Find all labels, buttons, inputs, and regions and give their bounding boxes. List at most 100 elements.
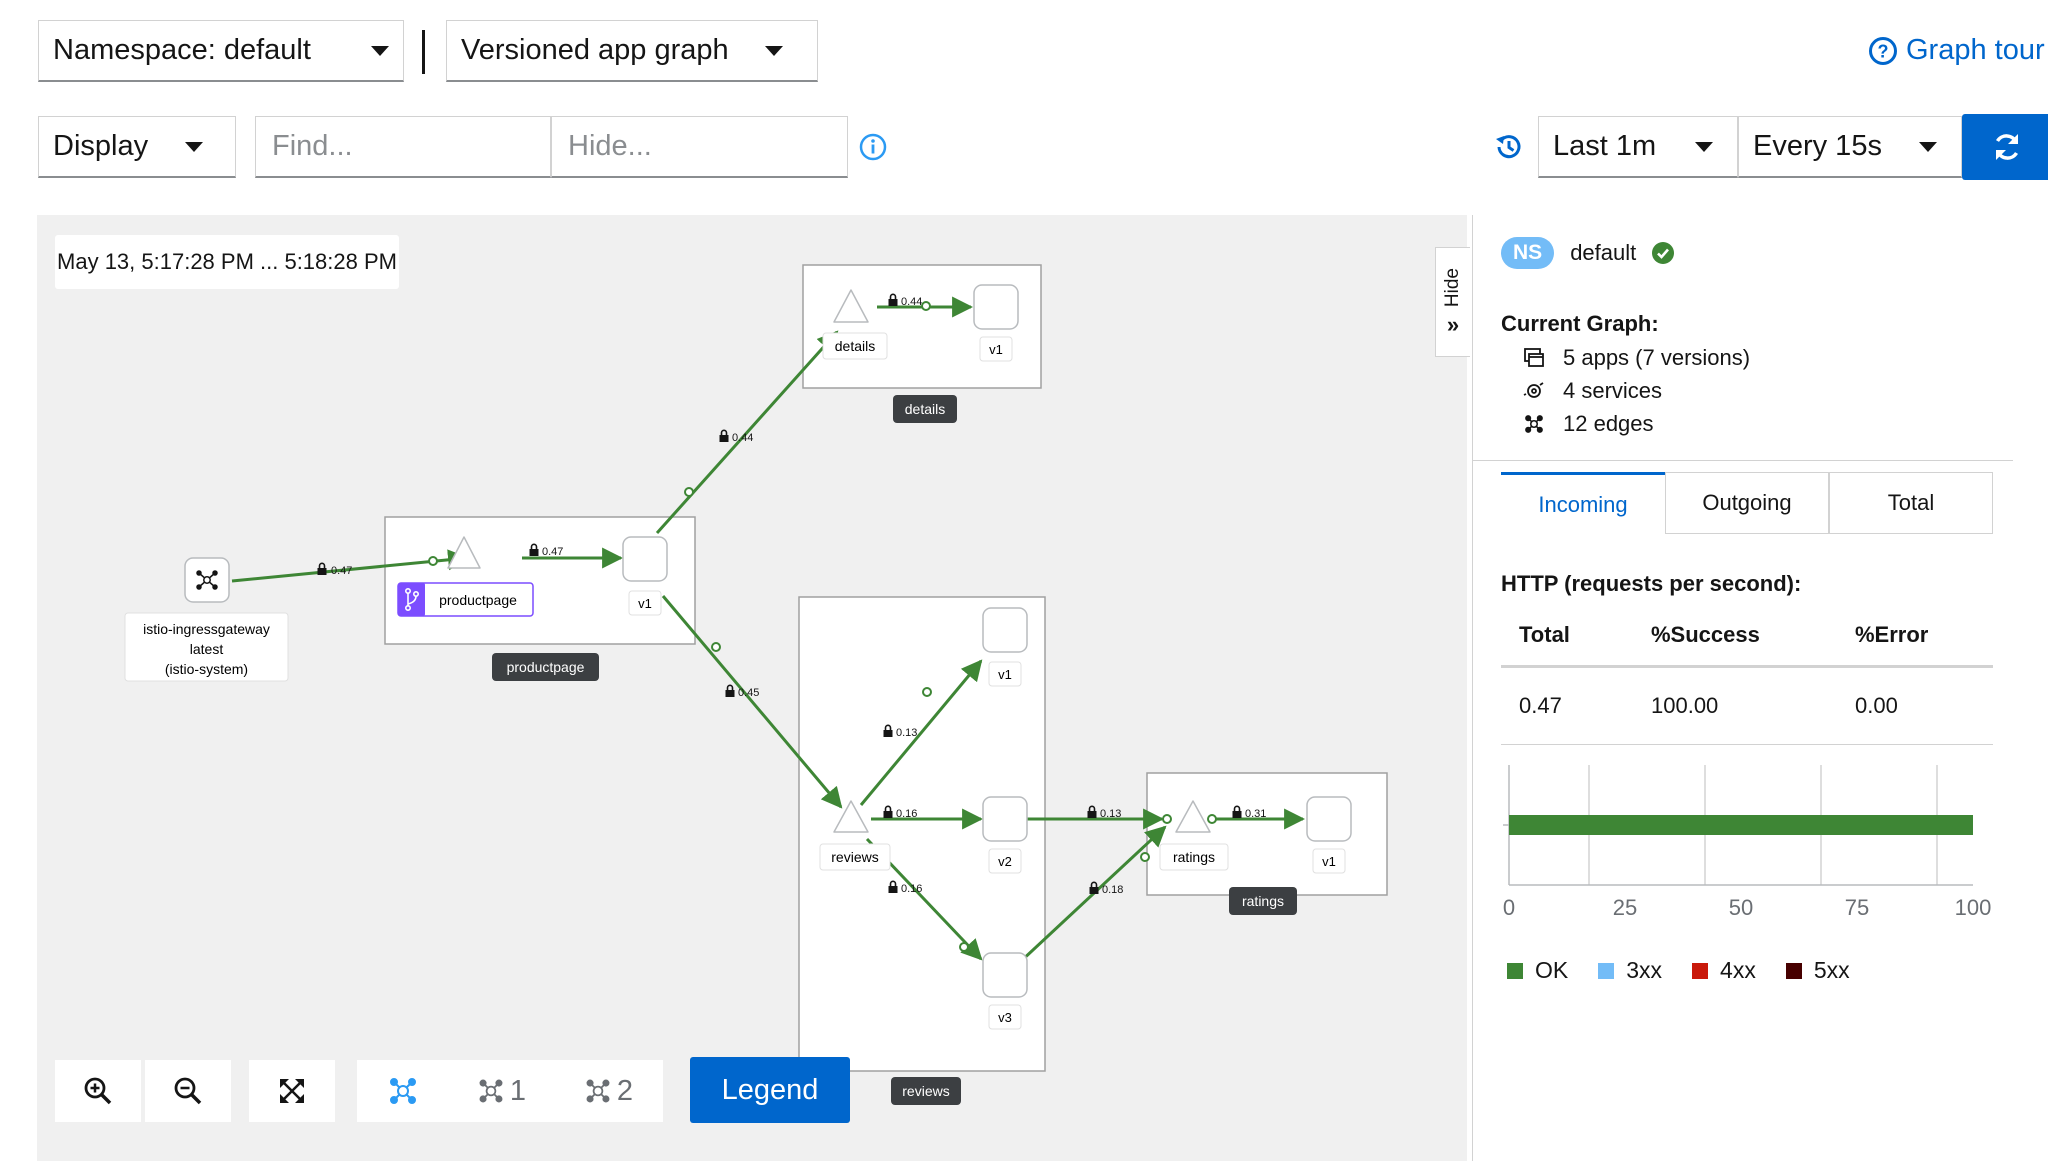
svg-text:0.16: 0.16 <box>901 883 922 895</box>
bar-ok[interactable] <box>1509 815 1973 835</box>
legend-swatch <box>1507 962 1523 979</box>
svg-text:0.13: 0.13 <box>1100 808 1121 820</box>
productpage-v1-node[interactable] <box>622 536 668 582</box>
layout-2-button[interactable]: 2 <box>553 1060 663 1122</box>
productpage-v1-label: v1 <box>628 590 662 616</box>
details-v1-node[interactable] <box>973 284 1019 330</box>
service-graph: 0.47 0.47 0.44 0.44 0.45 0.13 0.16 0.16 … <box>124 264 1388 1105</box>
branch-icon <box>404 587 419 611</box>
topology-icon <box>196 570 218 590</box>
edge-label-v3-ratings: 0.18 <box>1088 881 1123 896</box>
zoom-in-icon <box>84 1077 112 1105</box>
x-tick-50: 50 <box>1729 895 1753 920</box>
duration-dropdown[interactable]: Last 1m <box>1538 116 1738 178</box>
reviews-v2-node[interactable] <box>982 796 1028 842</box>
history-icon[interactable] <box>1492 130 1526 164</box>
expand-icon <box>280 1079 304 1103</box>
double-chevron-right-icon: » <box>1446 311 1460 337</box>
graph-canvas[interactable]: May 13, 5:17:28 PM ... 5:18:28 PM <box>37 215 1470 1161</box>
namespace-dropdown[interactable]: Namespace: default <box>38 20 404 82</box>
topology-icon <box>1525 415 1543 433</box>
legend-item-4xx: 4xx <box>1692 957 1756 984</box>
tab-incoming-label: Incoming <box>1538 491 1628 517</box>
layout-1-button[interactable]: 1 <box>449 1060 553 1122</box>
details-service-label: details <box>822 332 888 360</box>
refresh-button[interactable] <box>1962 114 2048 180</box>
reviews-service-node[interactable] <box>833 800 869 833</box>
info-icon[interactable] <box>858 132 888 162</box>
svg-text:v3: v3 <box>998 1010 1012 1025</box>
hide-panel-toggle[interactable]: Hide » <box>1435 247 1470 357</box>
ratings-v1-label: v1 <box>1312 848 1346 874</box>
svg-text:reviews: reviews <box>831 849 878 865</box>
display-dropdown[interactable]: Display <box>38 116 236 178</box>
svg-text:v1: v1 <box>998 667 1012 682</box>
svg-text:0.18: 0.18 <box>1102 884 1123 896</box>
layout-2-label: 2 <box>616 1074 634 1107</box>
edge-v3-ratings[interactable] <box>1017 825 1167 965</box>
refresh-interval-label: Every 15s <box>1753 130 1882 162</box>
svg-text:details: details <box>905 401 945 417</box>
apps-count: 5 apps (7 versions) <box>1563 345 1751 370</box>
legend-swatch <box>1598 962 1615 979</box>
chevron-down-icon <box>371 45 389 56</box>
edge-productpage-reviews[interactable] <box>661 595 843 809</box>
tab-outgoing[interactable]: Outgoing <box>1665 472 1829 534</box>
reviews-v3-node[interactable] <box>982 952 1028 998</box>
chevron-down-icon <box>1695 141 1713 152</box>
topology-icon <box>390 1078 416 1104</box>
td-total: 0.47 <box>1519 693 1562 718</box>
svg-text:reviews: reviews <box>902 1083 949 1099</box>
hide-input[interactable] <box>551 116 848 178</box>
reviews-service-label: reviews <box>819 843 891 871</box>
find-input[interactable] <box>255 116 551 178</box>
legend-button[interactable]: Legend <box>690 1057 850 1123</box>
edge-reviews-v1[interactable] <box>859 659 983 806</box>
legend-swatch <box>1785 962 1802 979</box>
layout-default-button[interactable] <box>357 1060 449 1122</box>
edge-label-gateway-productpage: 0.47 <box>316 562 352 577</box>
svg-text:0.44: 0.44 <box>901 296 922 308</box>
svg-text:0.16: 0.16 <box>896 808 917 820</box>
productpage-app-label: productpage <box>492 653 599 681</box>
refresh-interval-dropdown[interactable]: Every 15s <box>1738 116 1962 178</box>
edge-productpage-details[interactable] <box>655 330 839 535</box>
reviews-v1-node[interactable] <box>982 607 1028 653</box>
ratings-v1-node[interactable] <box>1306 796 1352 842</box>
svg-text:0.13: 0.13 <box>896 727 917 739</box>
svg-text:ratings: ratings <box>1173 849 1215 865</box>
x-tick-0: 0 <box>1503 895 1515 920</box>
th-total: Total <box>1519 622 1570 647</box>
services-count: 4 services <box>1563 378 1663 403</box>
zoom-out-button[interactable] <box>145 1060 231 1122</box>
graph-type-dropdown[interactable]: Versioned app graph <box>446 20 818 82</box>
tab-total[interactable]: Total <box>1829 472 1993 534</box>
zoom-in-button[interactable] <box>55 1060 141 1122</box>
zoom-to-fit-button[interactable] <box>249 1060 335 1122</box>
panel-namespace: default <box>1570 240 1637 265</box>
layout-1-label: 1 <box>509 1074 527 1107</box>
ratings-app-label: ratings <box>1229 887 1297 915</box>
svg-text:latest: latest <box>190 641 224 657</box>
x-tick-100: 100 <box>1955 895 1992 920</box>
svg-text:v1: v1 <box>989 342 1003 357</box>
graph-tour-link[interactable]: ? Graph tour <box>1868 34 2045 67</box>
svg-text:istio-ingressgateway: istio-ingressgateway <box>143 621 270 637</box>
svg-text:?: ? <box>1878 41 1889 61</box>
productpage-service-node[interactable] <box>447 536 481 569</box>
svg-text:0.47: 0.47 <box>542 546 563 558</box>
side-panel: NS default Current Graph: 5 apps (7 vers… <box>1472 215 2013 1161</box>
chevron-down-icon <box>1919 141 1937 152</box>
svg-text:0.45: 0.45 <box>738 687 759 699</box>
edge-gateway-productpage[interactable] <box>231 549 470 583</box>
display-label: Display <box>53 130 149 162</box>
tab-outgoing-label: Outgoing <box>1702 490 1792 515</box>
tab-incoming[interactable]: Incoming <box>1501 472 1665 534</box>
ratings-service-label: ratings <box>1159 843 1229 871</box>
svg-text:productpage: productpage <box>507 659 585 675</box>
edge-label-to-reviews: 0.45 <box>724 684 759 699</box>
details-app-label: details <box>893 395 957 423</box>
details-service-node[interactable] <box>833 289 869 323</box>
gateway-node[interactable] <box>184 557 230 603</box>
ratings-service-node[interactable] <box>1175 800 1211 833</box>
